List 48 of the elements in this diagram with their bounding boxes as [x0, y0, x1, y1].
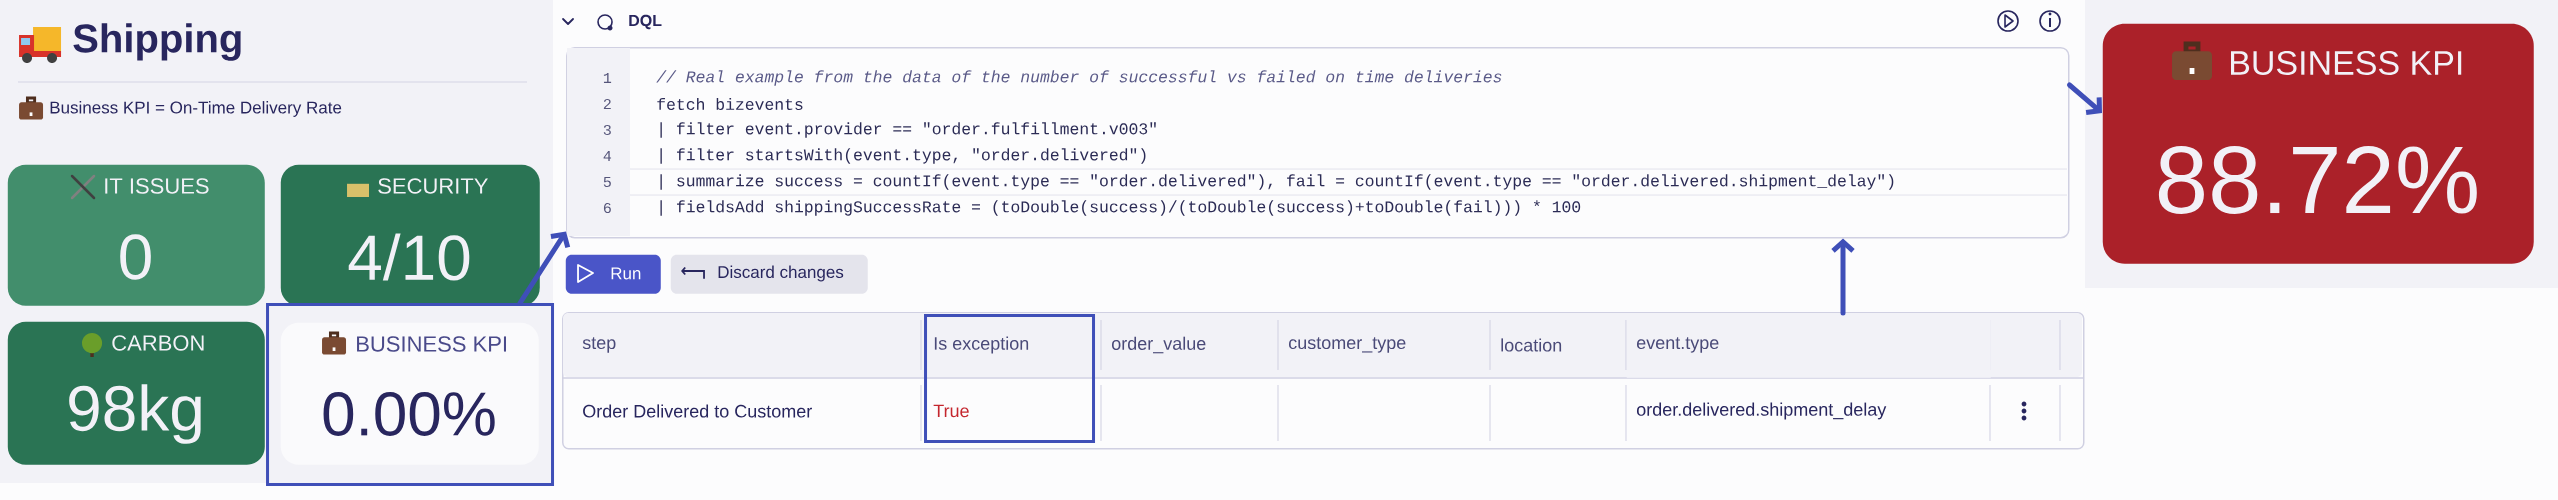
tile-value: 98kg: [69, 384, 201, 444]
column-header: customer_type: [1289, 337, 1406, 353]
editor-title: DQL: [629, 14, 662, 30]
code-line: | filter startsWith(event.type, "order.delivered"): [660, 148, 1146, 164]
tile-value: 88.72%: [2158, 146, 2477, 214]
discard-button: Discard changes: [670, 254, 868, 294]
table-cell: order.delivered.shipment_delay: [1636, 402, 1887, 420]
code-line: | filter event.provider == "order.fulfillment.v003": [660, 122, 1156, 138]
tile-label: BUSINESS KPI: [2231, 50, 2462, 76]
line-number: 4: [603, 151, 612, 161]
tile-label: BUSINESS KPI: [357, 336, 506, 352]
column-header: event.type: [1626, 313, 1991, 378]
code-line: // Real example from the data of the number of successful vs failed on time deliveries: [656, 70, 1502, 86]
run-button: Run: [565, 254, 661, 294]
line-number: 6: [603, 202, 611, 214]
subtitle: Business KPI = On-Time Delivery Rate: [50, 101, 342, 117]
kpi-tile: [280, 164, 540, 306]
highlight-box: [266, 303, 555, 486]
table-cell: True: [933, 404, 969, 418]
code-editor: [566, 47, 2070, 239]
arrow: [2067, 82, 2102, 115]
node-label: event.type: [1636, 337, 1719, 353]
page-title: Shipping: [73, 23, 241, 61]
column-header: location: [1501, 338, 1562, 352]
line-number: 2: [603, 99, 611, 109]
kpi-tile: [2102, 23, 2534, 264]
tile-label: IT ISSUES: [105, 178, 209, 194]
code-line: fetch bizevents: [657, 97, 803, 110]
line-number: 5: [603, 177, 611, 187]
line-number: 1: [603, 73, 612, 83]
tile-value: 0: [120, 234, 151, 280]
arrow: [1831, 238, 1855, 316]
line-number: 3: [603, 124, 611, 136]
code-line: | summarize success = countIf(event.type == "order.delivered"), fail = countIf(event.type == "order.delivered.shipment_delay"): [660, 174, 1894, 190]
kpi-tile: [280, 322, 539, 465]
kpi-tile: [7, 321, 265, 465]
tile-label: CARBON: [112, 335, 204, 351]
column-header: order_value: [1111, 336, 1206, 354]
highlight-box: [924, 314, 1095, 443]
code-line: | fieldsAdd shippingSuccessRate = (toDouble(success)/(toDouble(success)+toDouble(fail))) * 100: [660, 200, 1581, 216]
tile-label: SECURITY: [378, 178, 488, 194]
table-cell: Order Delivered to Customer: [583, 404, 812, 418]
arrow: [517, 231, 571, 306]
tile-value: 4/10: [348, 233, 470, 281]
kpi-tile: [7, 164, 265, 306]
tile-value: 0.00%: [323, 392, 495, 436]
column-header: Is exception: [934, 336, 1029, 354]
column-header: step: [582, 337, 616, 353]
